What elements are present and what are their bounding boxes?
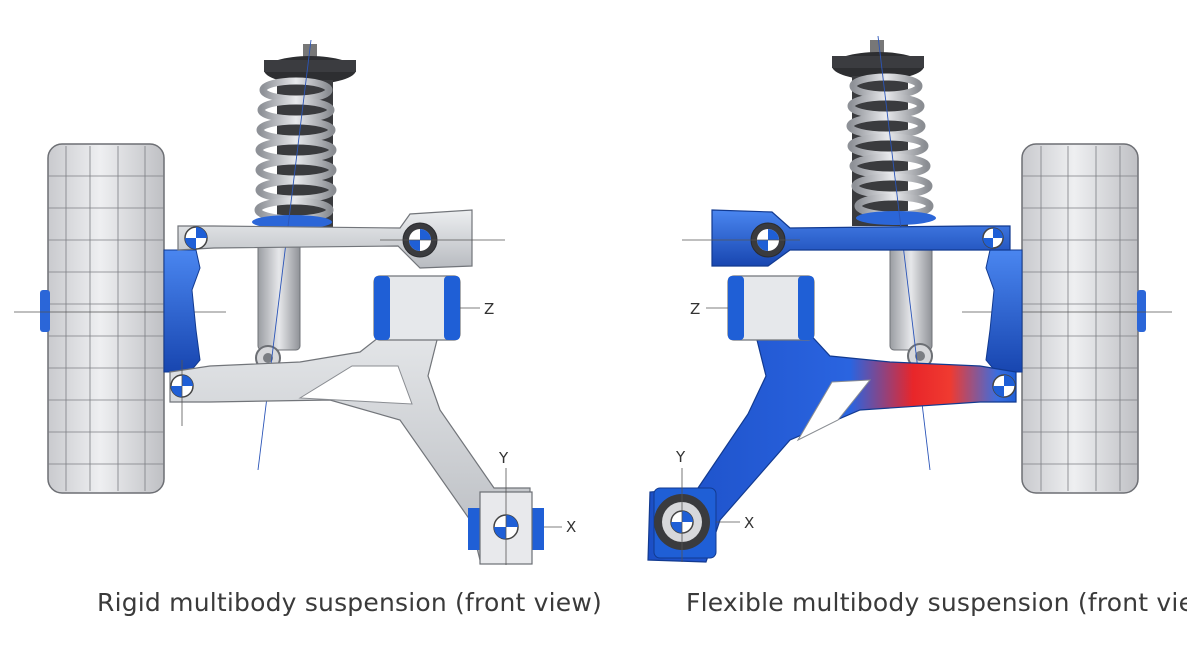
coil-spring-icon — [252, 77, 337, 229]
axis-x-label: X — [566, 518, 576, 536]
flexible-caption: Flexible multibody suspension (front vie… — [686, 588, 1187, 617]
coil-spring-icon — [846, 73, 936, 225]
axis-x-label: X — [744, 514, 754, 532]
axis-z-label: Z — [484, 300, 494, 318]
axis-y-label: Y — [675, 448, 686, 466]
flexible-suspension: Z Y X — [647, 35, 1172, 563]
lower-control-arm-icon — [647, 275, 1017, 563]
wheel-icon — [40, 143, 165, 494]
lower-control-arm-icon — [169, 275, 562, 565]
knuckle-icon — [985, 249, 1023, 373]
rigid-suspension: Z Y X — [14, 39, 576, 565]
axis-y-label: Y — [498, 449, 509, 467]
axis-z-label: Z — [690, 300, 700, 318]
wheel-icon — [1021, 143, 1146, 494]
knuckle-icon — [163, 249, 201, 373]
rigid-caption: Rigid multibody suspension (front view) — [97, 588, 602, 617]
upper-control-arm-icon — [177, 209, 505, 269]
upper-control-arm-icon — [682, 209, 1011, 267]
